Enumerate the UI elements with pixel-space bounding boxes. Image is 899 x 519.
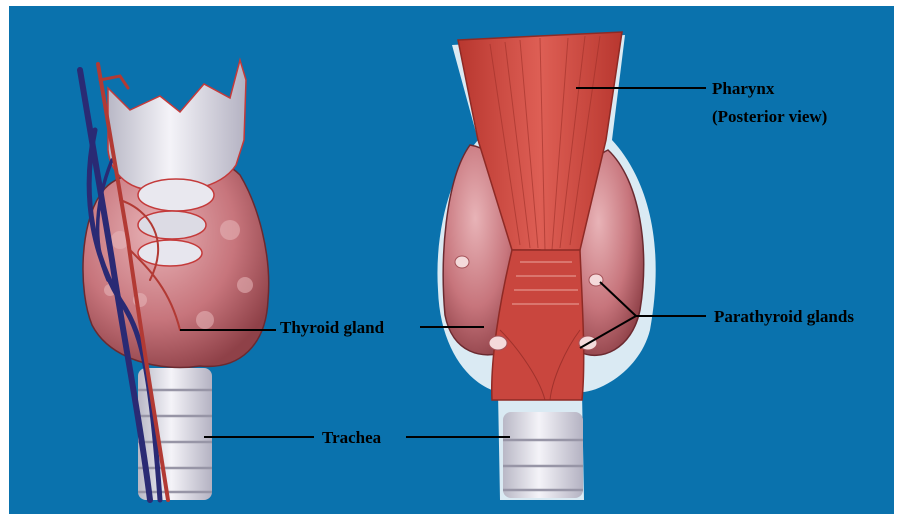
label-posterior-view: (Posterior view) bbox=[712, 107, 827, 126]
thyroid-diagram: Pharynx (Posterior view) Thyroid gland P… bbox=[9, 6, 894, 514]
label-trachea: Trachea bbox=[322, 428, 382, 447]
label-parathyroid-glands: Parathyroid glands bbox=[714, 307, 854, 326]
label-thyroid-gland: Thyroid gland bbox=[280, 318, 385, 337]
label-pharynx: Pharynx bbox=[712, 79, 775, 98]
right-trachea bbox=[503, 412, 583, 498]
